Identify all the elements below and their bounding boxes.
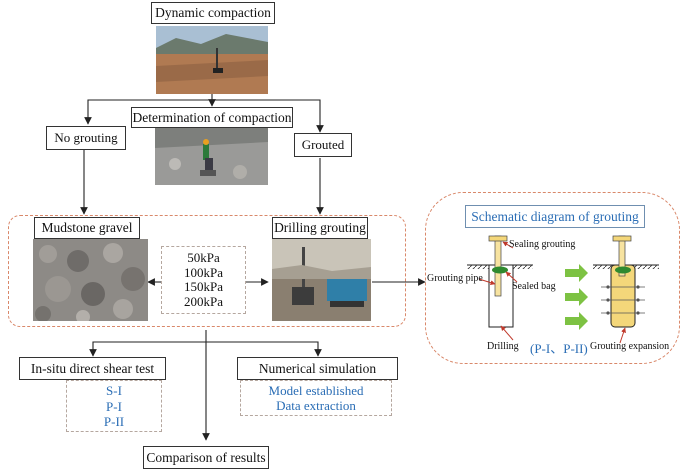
numerical-simulation-box: Numerical simulation (237, 357, 398, 380)
label-cases: (P-I、P-II) (530, 341, 588, 356)
label-grouting-expansion: Grouting expansion (590, 341, 670, 352)
drilling-grouting-box: Drilling grouting (272, 217, 368, 239)
dynamic-compaction-box: Dynamic compaction (151, 2, 275, 24)
label-sealed-bag: Sealed bag (512, 281, 556, 292)
comparison-box: Comparison of results (143, 446, 269, 469)
no-grouting-box: No grouting (46, 126, 126, 150)
grouting-schematic (467, 235, 659, 344)
pressure-100: 100kPa (184, 264, 223, 280)
pressure-list: 50kPa 100kPa 150kPa 200kPa (161, 250, 246, 309)
pressure-200: 200kPa (184, 293, 223, 309)
sim-item-data: Data extraction (276, 398, 356, 413)
process-group (8, 215, 406, 327)
test-item-pii: P-II (103, 414, 125, 429)
mudstone-gravel-photo (33, 239, 148, 321)
pressure-150: 150kPa (184, 279, 223, 294)
schematic-group (425, 192, 680, 364)
mudstone-gravel-box: Mudstone gravel (34, 217, 140, 239)
label-grouting-pipe: Grouting pipe (427, 273, 483, 284)
sim-items: Model established Data extraction (240, 383, 392, 413)
schematic-title: Schematic diagram of grouting (465, 205, 645, 228)
test-item-si: S-I (106, 383, 122, 398)
label-sealing-grouting: Sealing grouting (509, 239, 576, 250)
pressure-levels (161, 246, 246, 314)
determination-box: Determination of compaction (131, 107, 293, 128)
label-drilling: Drilling (487, 341, 519, 352)
in-situ-test-box: In-situ direct shear test (19, 357, 166, 380)
drilling-grouting-photo (272, 239, 371, 321)
determination-photo (155, 128, 268, 185)
test-items: S-I P-I P-II (66, 383, 162, 430)
test-item-pi: P-I (106, 398, 122, 414)
test-items-group (66, 380, 162, 432)
sim-item-model: Model established (268, 383, 364, 398)
dynamic-compaction-photo (156, 26, 268, 94)
sim-items-group (240, 380, 392, 416)
grouted-box: Grouted (294, 133, 352, 157)
pressure-50: 50kPa (187, 250, 220, 265)
